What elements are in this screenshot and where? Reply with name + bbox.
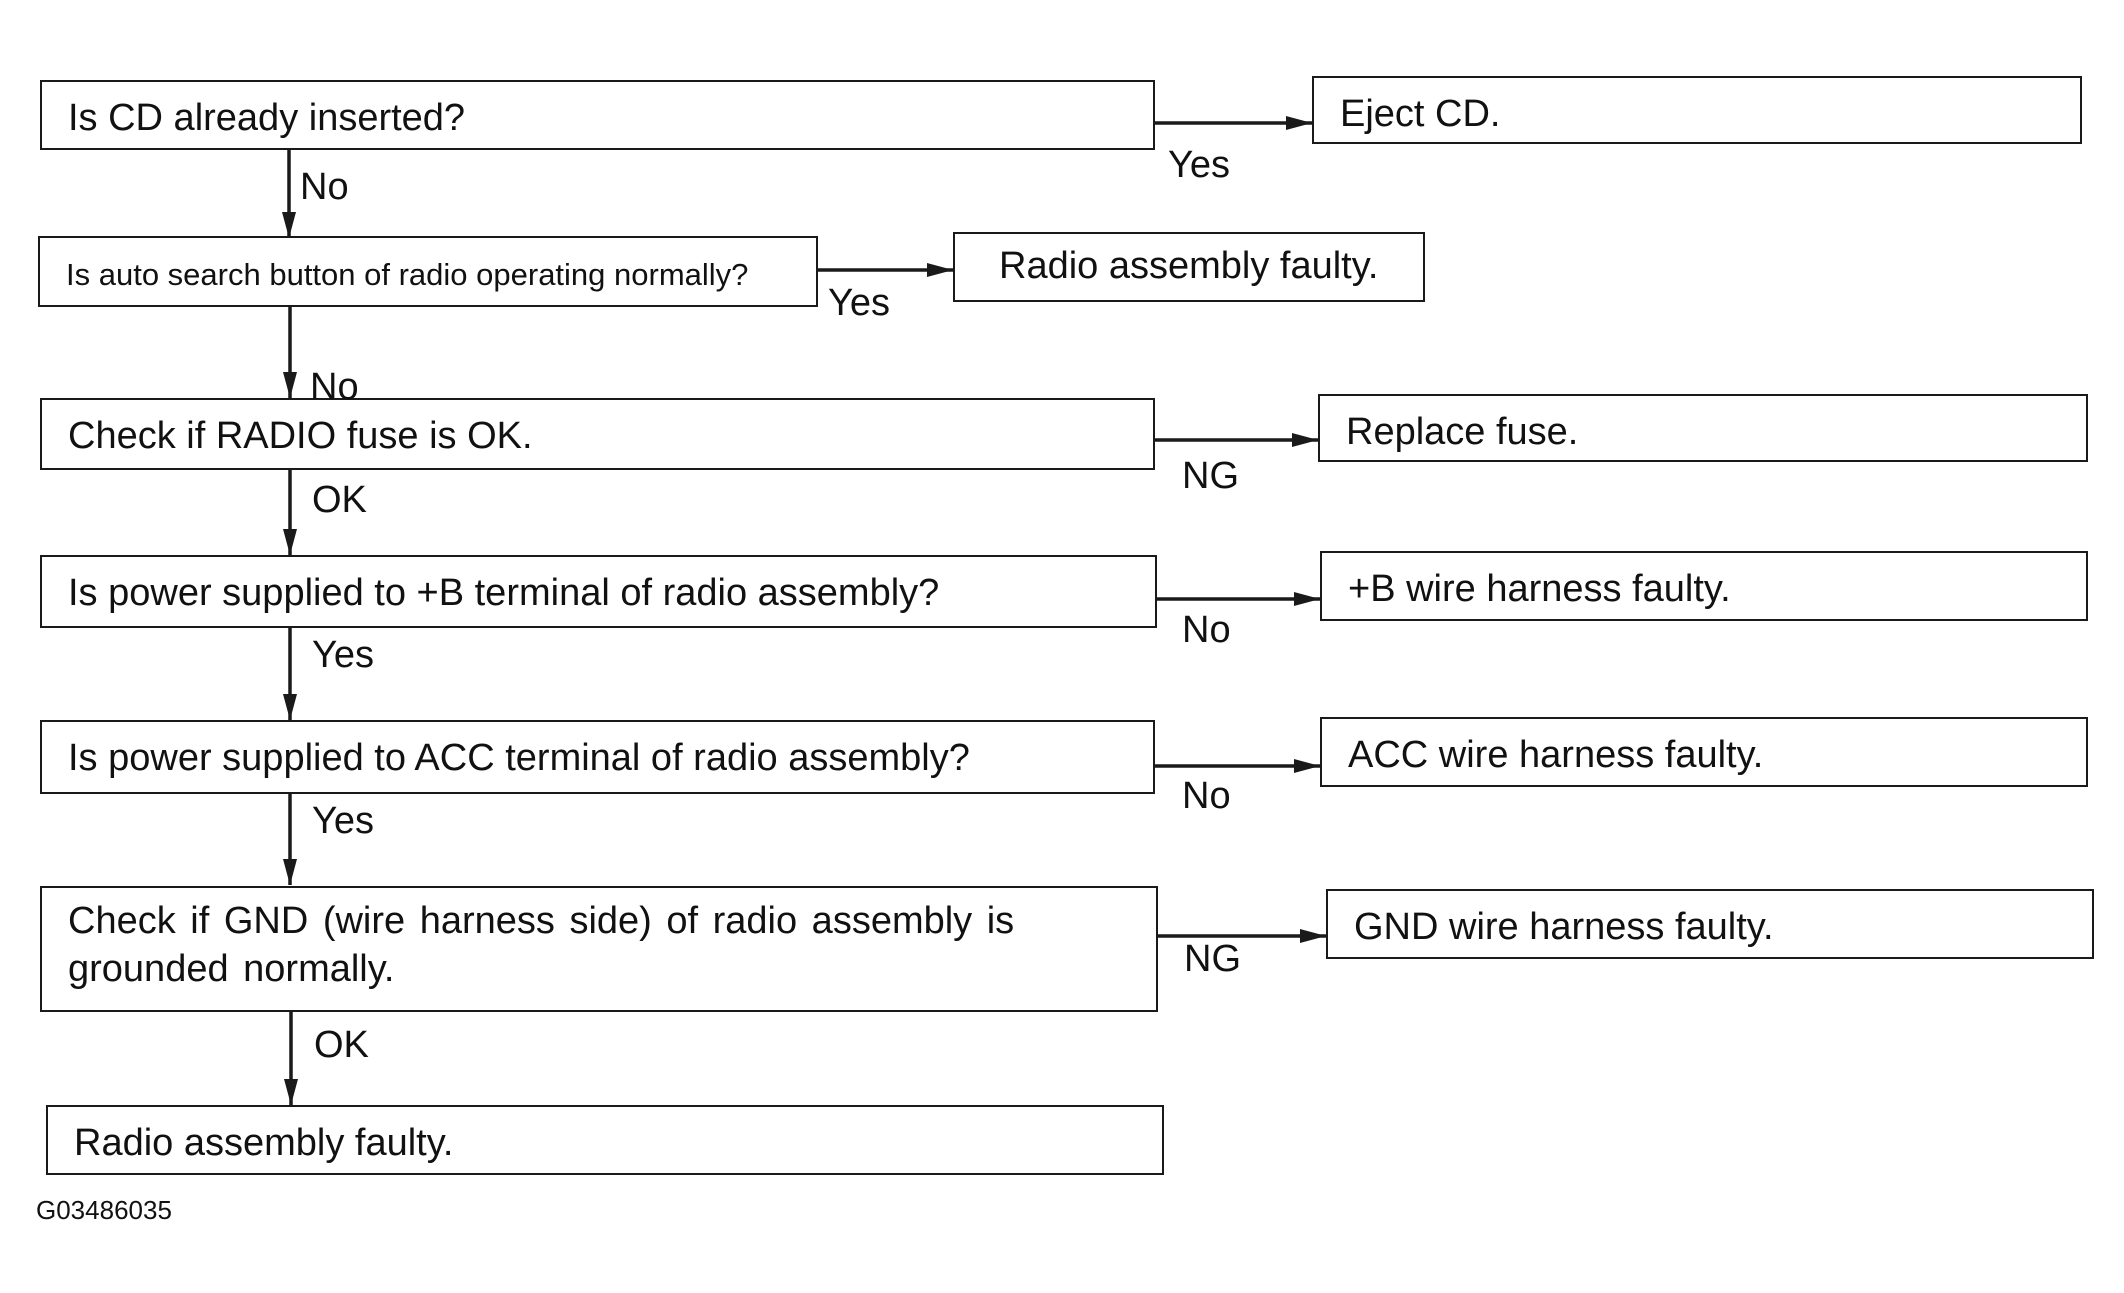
question-box-6: Check if GND (wire harness side) of radi… [40, 886, 1158, 1012]
result-box-1: Eject CD. [1312, 76, 2082, 144]
down-label-6: OK [314, 1024, 369, 1066]
result-text-1: Eject CD. [1340, 93, 1501, 135]
question-box-2: Is auto search button of radio operating… [38, 236, 818, 307]
question-box-4: Is power supplied to +B terminal of radi… [40, 555, 1157, 628]
side-label-4: No [1182, 609, 1231, 651]
figure-code: G03486035 [36, 1195, 172, 1225]
final-result-box: Radio assembly faulty. [46, 1105, 1164, 1175]
question-text-1: Is CD already inserted? [68, 97, 466, 139]
side-label-5: No [1182, 775, 1231, 817]
result-box-6: GND wire harness faulty. [1326, 889, 2094, 959]
final-result-text: Radio assembly faulty. [74, 1122, 454, 1164]
side-label-1: Yes [1168, 144, 1230, 186]
down-label-1: No [300, 166, 349, 208]
side-label-6: NG [1184, 938, 1241, 980]
result-box-3: Replace fuse. [1318, 394, 2088, 462]
side-label-3: NG [1182, 455, 1239, 497]
question-text-2: Is auto search button of radio operating… [66, 257, 749, 292]
question-text-5: Is power supplied to ACC terminal of rad… [68, 737, 970, 779]
question-text-3: Check if RADIO fuse is OK. [68, 415, 533, 457]
result-text-2: Radio assembly faulty. [999, 245, 1379, 287]
down-label-5: Yes [312, 800, 374, 842]
question-box-5: Is power supplied to ACC terminal of rad… [40, 720, 1155, 794]
down-label-2: No [310, 366, 359, 408]
down-label-3: OK [312, 479, 367, 521]
question-box-3: Check if RADIO fuse is OK. [40, 398, 1155, 470]
result-text-6: GND wire harness faulty. [1354, 906, 1774, 948]
down-label-4: Yes [312, 634, 374, 676]
result-text-4: +B wire harness faulty. [1348, 568, 1731, 610]
side-label-2: Yes [828, 282, 890, 324]
result-box-2: Radio assembly faulty. [953, 232, 1425, 302]
result-text-5: ACC wire harness faulty. [1348, 734, 1764, 776]
result-text-3: Replace fuse. [1346, 411, 1579, 453]
question-text-4: Is power supplied to +B terminal of radi… [68, 572, 940, 614]
question-text-6: Check if GND (wire harness side) of radi… [68, 900, 1015, 990]
result-box-4: +B wire harness faulty. [1320, 551, 2088, 621]
result-box-5: ACC wire harness faulty. [1320, 717, 2088, 787]
question-box-1: Is CD already inserted? [40, 80, 1155, 150]
